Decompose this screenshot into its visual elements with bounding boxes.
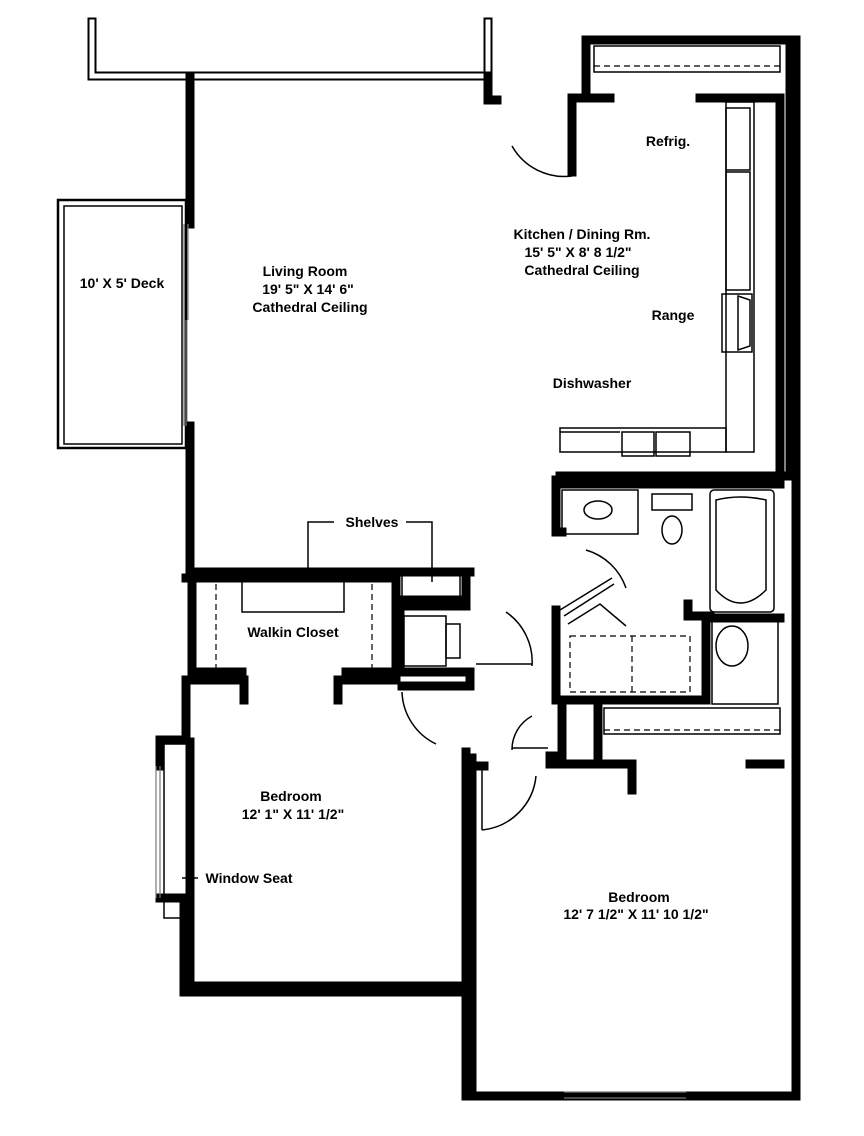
walls <box>87 17 801 1101</box>
window-seat <box>155 743 686 1099</box>
closet-fixtures <box>215 521 548 831</box>
bathroom-fixtures <box>559 489 781 735</box>
living-room-size: 19' 5" X 14' 6" <box>262 281 354 297</box>
range-label: Range <box>652 307 695 323</box>
refrig-label: Refrig. <box>646 133 690 149</box>
shelves-label: Shelves <box>346 514 399 530</box>
living-room-name: Living Room <box>263 263 348 279</box>
kitchen-size: 15' 5" X 8' 8 1/2" <box>524 244 631 260</box>
living-room-note: Cathedral Ceiling <box>252 299 367 315</box>
bedroom2-name: Bedroom <box>608 889 669 905</box>
bedroom2-size: 12' 7 1/2" X 11' 10 1/2" <box>563 906 708 922</box>
closet-name: Walkin Closet <box>247 624 339 640</box>
bedroom1-name: Bedroom <box>260 788 321 804</box>
deck-name: 10' X 5' Deck <box>80 275 165 291</box>
bedroom1-size: 12' 1" X 11' 1/2" <box>242 806 344 822</box>
kitchen-name: Kitchen / Dining Rm. <box>514 226 651 242</box>
deck <box>56 198 189 450</box>
window-seat-label: Window Seat <box>206 870 293 886</box>
labels: 10' X 5' Deck Living Room 19' 5" X 14' 6… <box>80 133 709 922</box>
dishwasher-label: Dishwasher <box>553 375 632 391</box>
kitchen-note: Cathedral Ceiling <box>524 262 639 278</box>
kitchen-fixtures <box>511 45 781 457</box>
